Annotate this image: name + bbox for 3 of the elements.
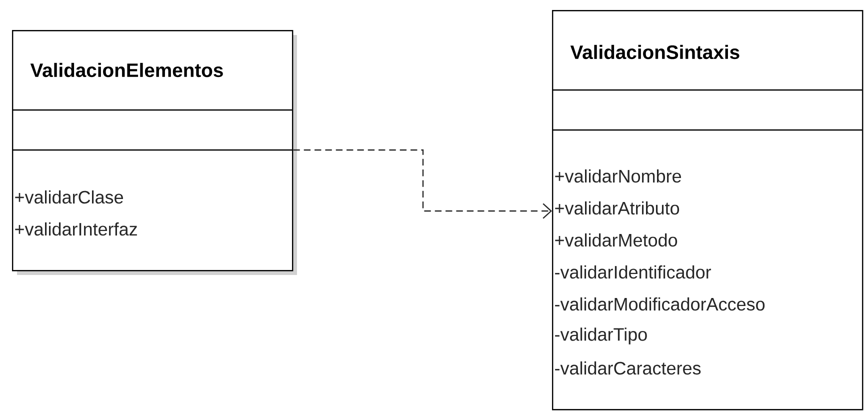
class-box: ValidacionElementos +validarClase +validarInterfaz	[12, 30, 297, 275]
dependency-arrow	[293, 149, 552, 219]
class-box: ValidacionSintaxis +validarNombre +validarAtributo +validarMetodo -validarIdentificador -validarModificadorAcceso -validarTipo -validarCaracteres	[552, 10, 864, 410]
